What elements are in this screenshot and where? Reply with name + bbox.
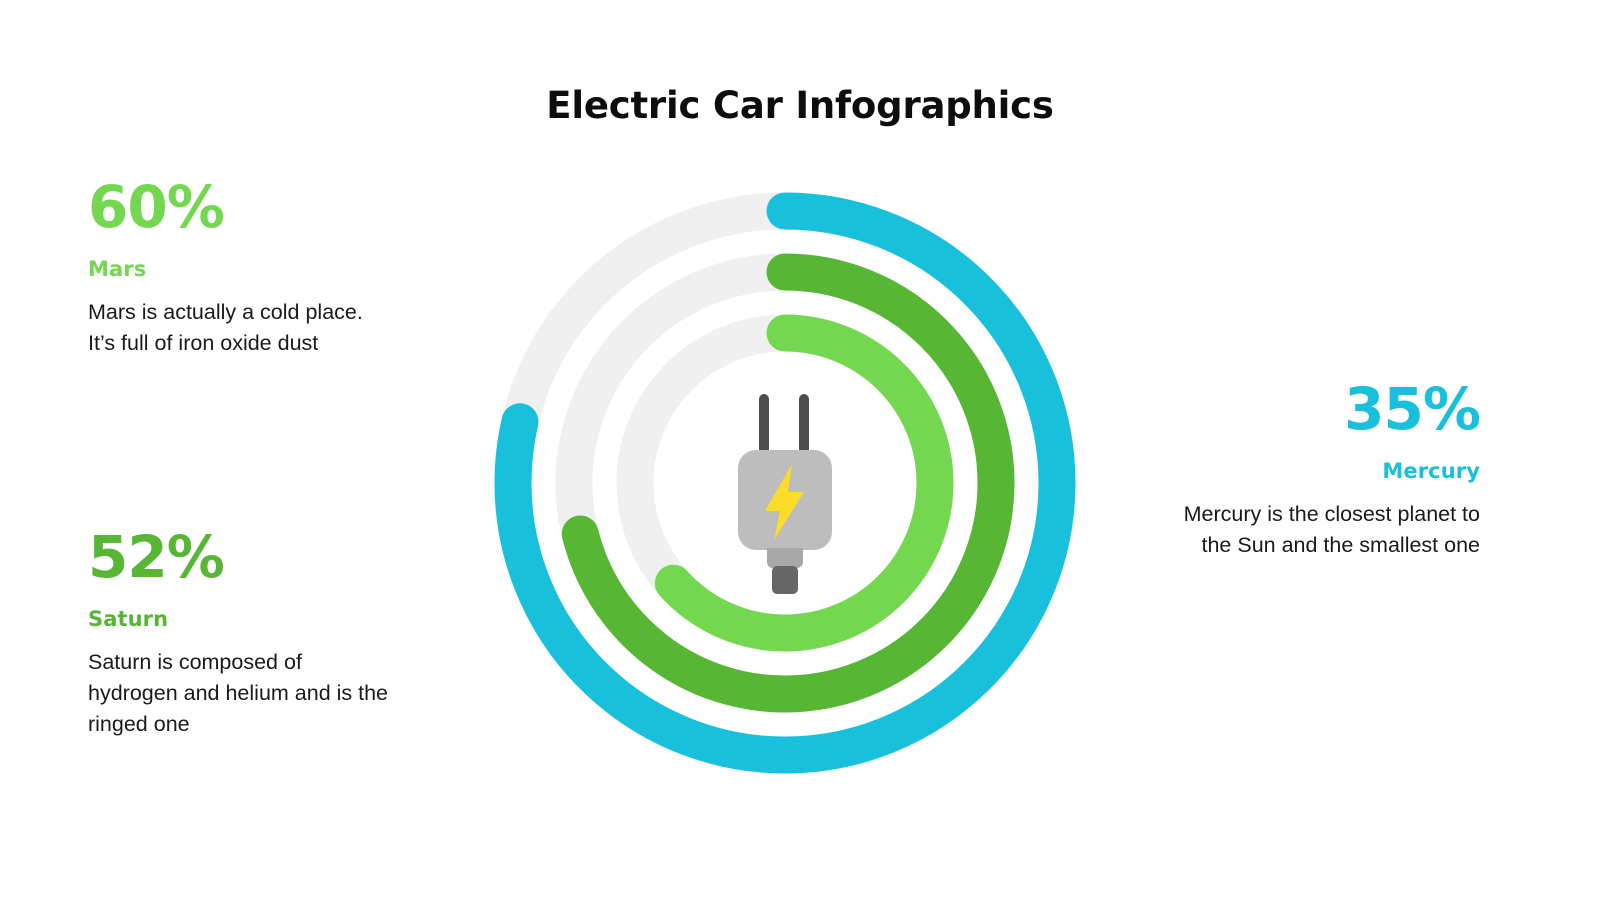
ring-arc-mars	[616, 314, 954, 652]
plug-neck	[767, 548, 803, 568]
stat-percent-mars: 60%	[88, 173, 225, 241]
stat-block-mars: 60% Mars Mars is actually a cold place. …	[88, 173, 388, 359]
page-title: Electric Car Infographics	[546, 84, 1054, 127]
radial-progress-chart	[485, 183, 1085, 783]
stat-percent-saturn: 52%	[88, 523, 225, 591]
stat-description-mercury: Mercury is the closest planet to the Sun…	[1183, 502, 1480, 558]
stat-name-saturn: Saturn	[88, 607, 169, 632]
stat-description-mars: Mars is actually a cold place. It’s full…	[88, 300, 363, 356]
stat-block-mercury: 35% Mercury Mercury is the closest plane…	[1160, 375, 1481, 561]
plug-prong-left	[759, 394, 769, 456]
ring-arc-mercury	[494, 192, 1076, 774]
stat-description-saturn: Saturn is composed of hydrogen and heliu…	[88, 650, 389, 737]
stat-percent-mercury: 35%	[1344, 375, 1481, 443]
stat-name-mars: Mars	[88, 257, 147, 282]
stat-name-mercury: Mercury	[1382, 459, 1480, 484]
power-plug-icon	[735, 390, 835, 595]
lightning-bolt-icon	[765, 464, 804, 540]
ring-arc-saturn	[555, 253, 1015, 713]
plug-prong-right	[799, 394, 809, 456]
stat-block-saturn: 52% Saturn Saturn is composed of hydroge…	[88, 523, 389, 740]
plug-cord	[772, 566, 798, 594]
